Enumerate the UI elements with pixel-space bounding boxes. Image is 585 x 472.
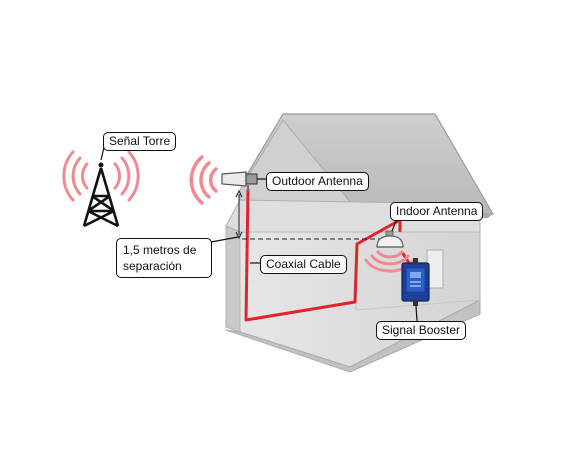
booster-callout-leader (415, 305, 418, 322)
directional-antenna-icon (221, 171, 258, 191)
outdoor-antenna-waves (189, 155, 218, 205)
signal-booster-label: Signal Booster (376, 321, 467, 340)
separation-label: 1,5 metros de separación (116, 238, 212, 278)
tower-signal-label: Señal Torre (103, 132, 177, 151)
indoor-antenna-label: Indoor Antenna (390, 202, 484, 221)
dome-antenna-icon (376, 230, 404, 248)
coaxial-cable-label: Coaxial Cable (260, 255, 347, 274)
outdoor-antenna-label: Outdoor Antenna (266, 172, 369, 191)
tower-signal-waves (62, 150, 140, 202)
house-left-wall (225, 225, 241, 333)
signal-booster-icon (401, 258, 430, 306)
cell-tower-icon (82, 162, 120, 228)
separation-indicator (210, 189, 394, 243)
